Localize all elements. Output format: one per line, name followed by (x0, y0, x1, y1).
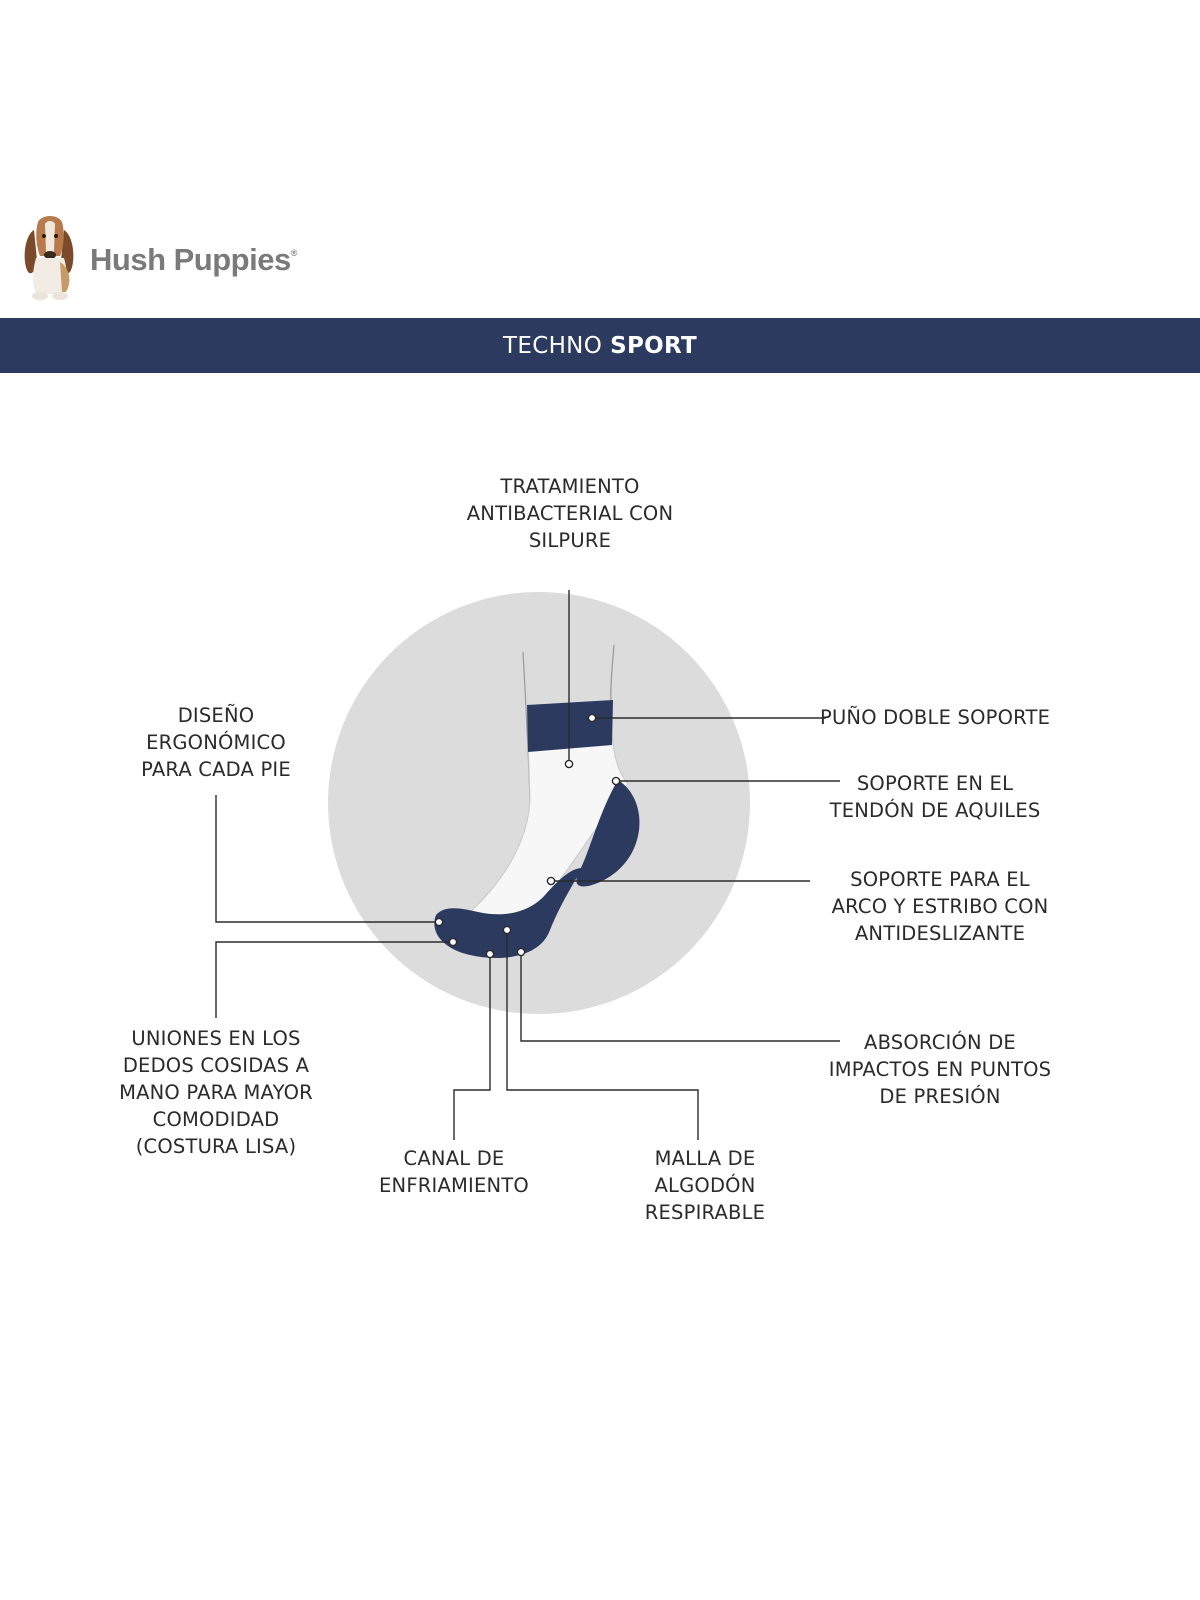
sock-sole (434, 868, 582, 959)
registered-mark: ® (290, 248, 298, 258)
callout-achilles: SOPORTE EN EL TENDÓN DE AQUILES (829, 772, 1041, 822)
callout-impact: ABSORCIÓN DE IMPACTOS EN PUNTOS DE PRESI… (828, 1031, 1052, 1108)
line-cooling (453, 954, 491, 1140)
line-mesh (506, 930, 699, 1140)
dot-arch (546, 876, 556, 886)
sock-heel (576, 780, 640, 887)
line-ergonomic (215, 795, 439, 923)
line-impact (520, 952, 840, 1042)
title-bold: SPORT (610, 332, 697, 359)
brand-logo: Hush Puppies® (20, 212, 320, 304)
dot-antibacterial (564, 759, 574, 769)
title-regular: TECHNO (503, 332, 603, 359)
dot-ergonomic (434, 917, 444, 927)
dot-cuff (587, 713, 597, 723)
dot-achilles (611, 776, 621, 786)
dot-toe-seams (448, 937, 458, 947)
sock-cuff (527, 700, 613, 752)
callout-cuff: PUÑO DOBLE SOPORTE (820, 706, 1051, 729)
callout-toe-seams: UNIONES EN LOS DEDOS COSIDAS A MANO PARA… (119, 1027, 313, 1158)
callout-cooling: CANAL DE ENFRIAMIENTO (379, 1147, 529, 1197)
leg-outline-back (610, 644, 615, 701)
line-toe-seams (215, 941, 453, 1018)
brand-name: Hush Puppies® (90, 242, 298, 277)
basset-hound-icon (24, 216, 74, 300)
dot-impact (516, 947, 526, 957)
dot-cooling (485, 949, 495, 959)
product-title-banner: TECHNO SPORT (0, 318, 1200, 373)
callout-ergonomic: DISEÑO ERGONÓMICO PARA CADA PIE (141, 704, 291, 781)
callout-arch: SOPORTE PARA EL ARCO Y ESTRIBO CON ANTID… (831, 868, 1049, 945)
dot-mesh (502, 925, 512, 935)
callout-antibacterial: TRATAMIENTO ANTIBACTERIAL CON SILPURE (466, 475, 674, 552)
callout-mesh: MALLA DE ALGODÓN RESPIRABLE (644, 1147, 766, 1224)
